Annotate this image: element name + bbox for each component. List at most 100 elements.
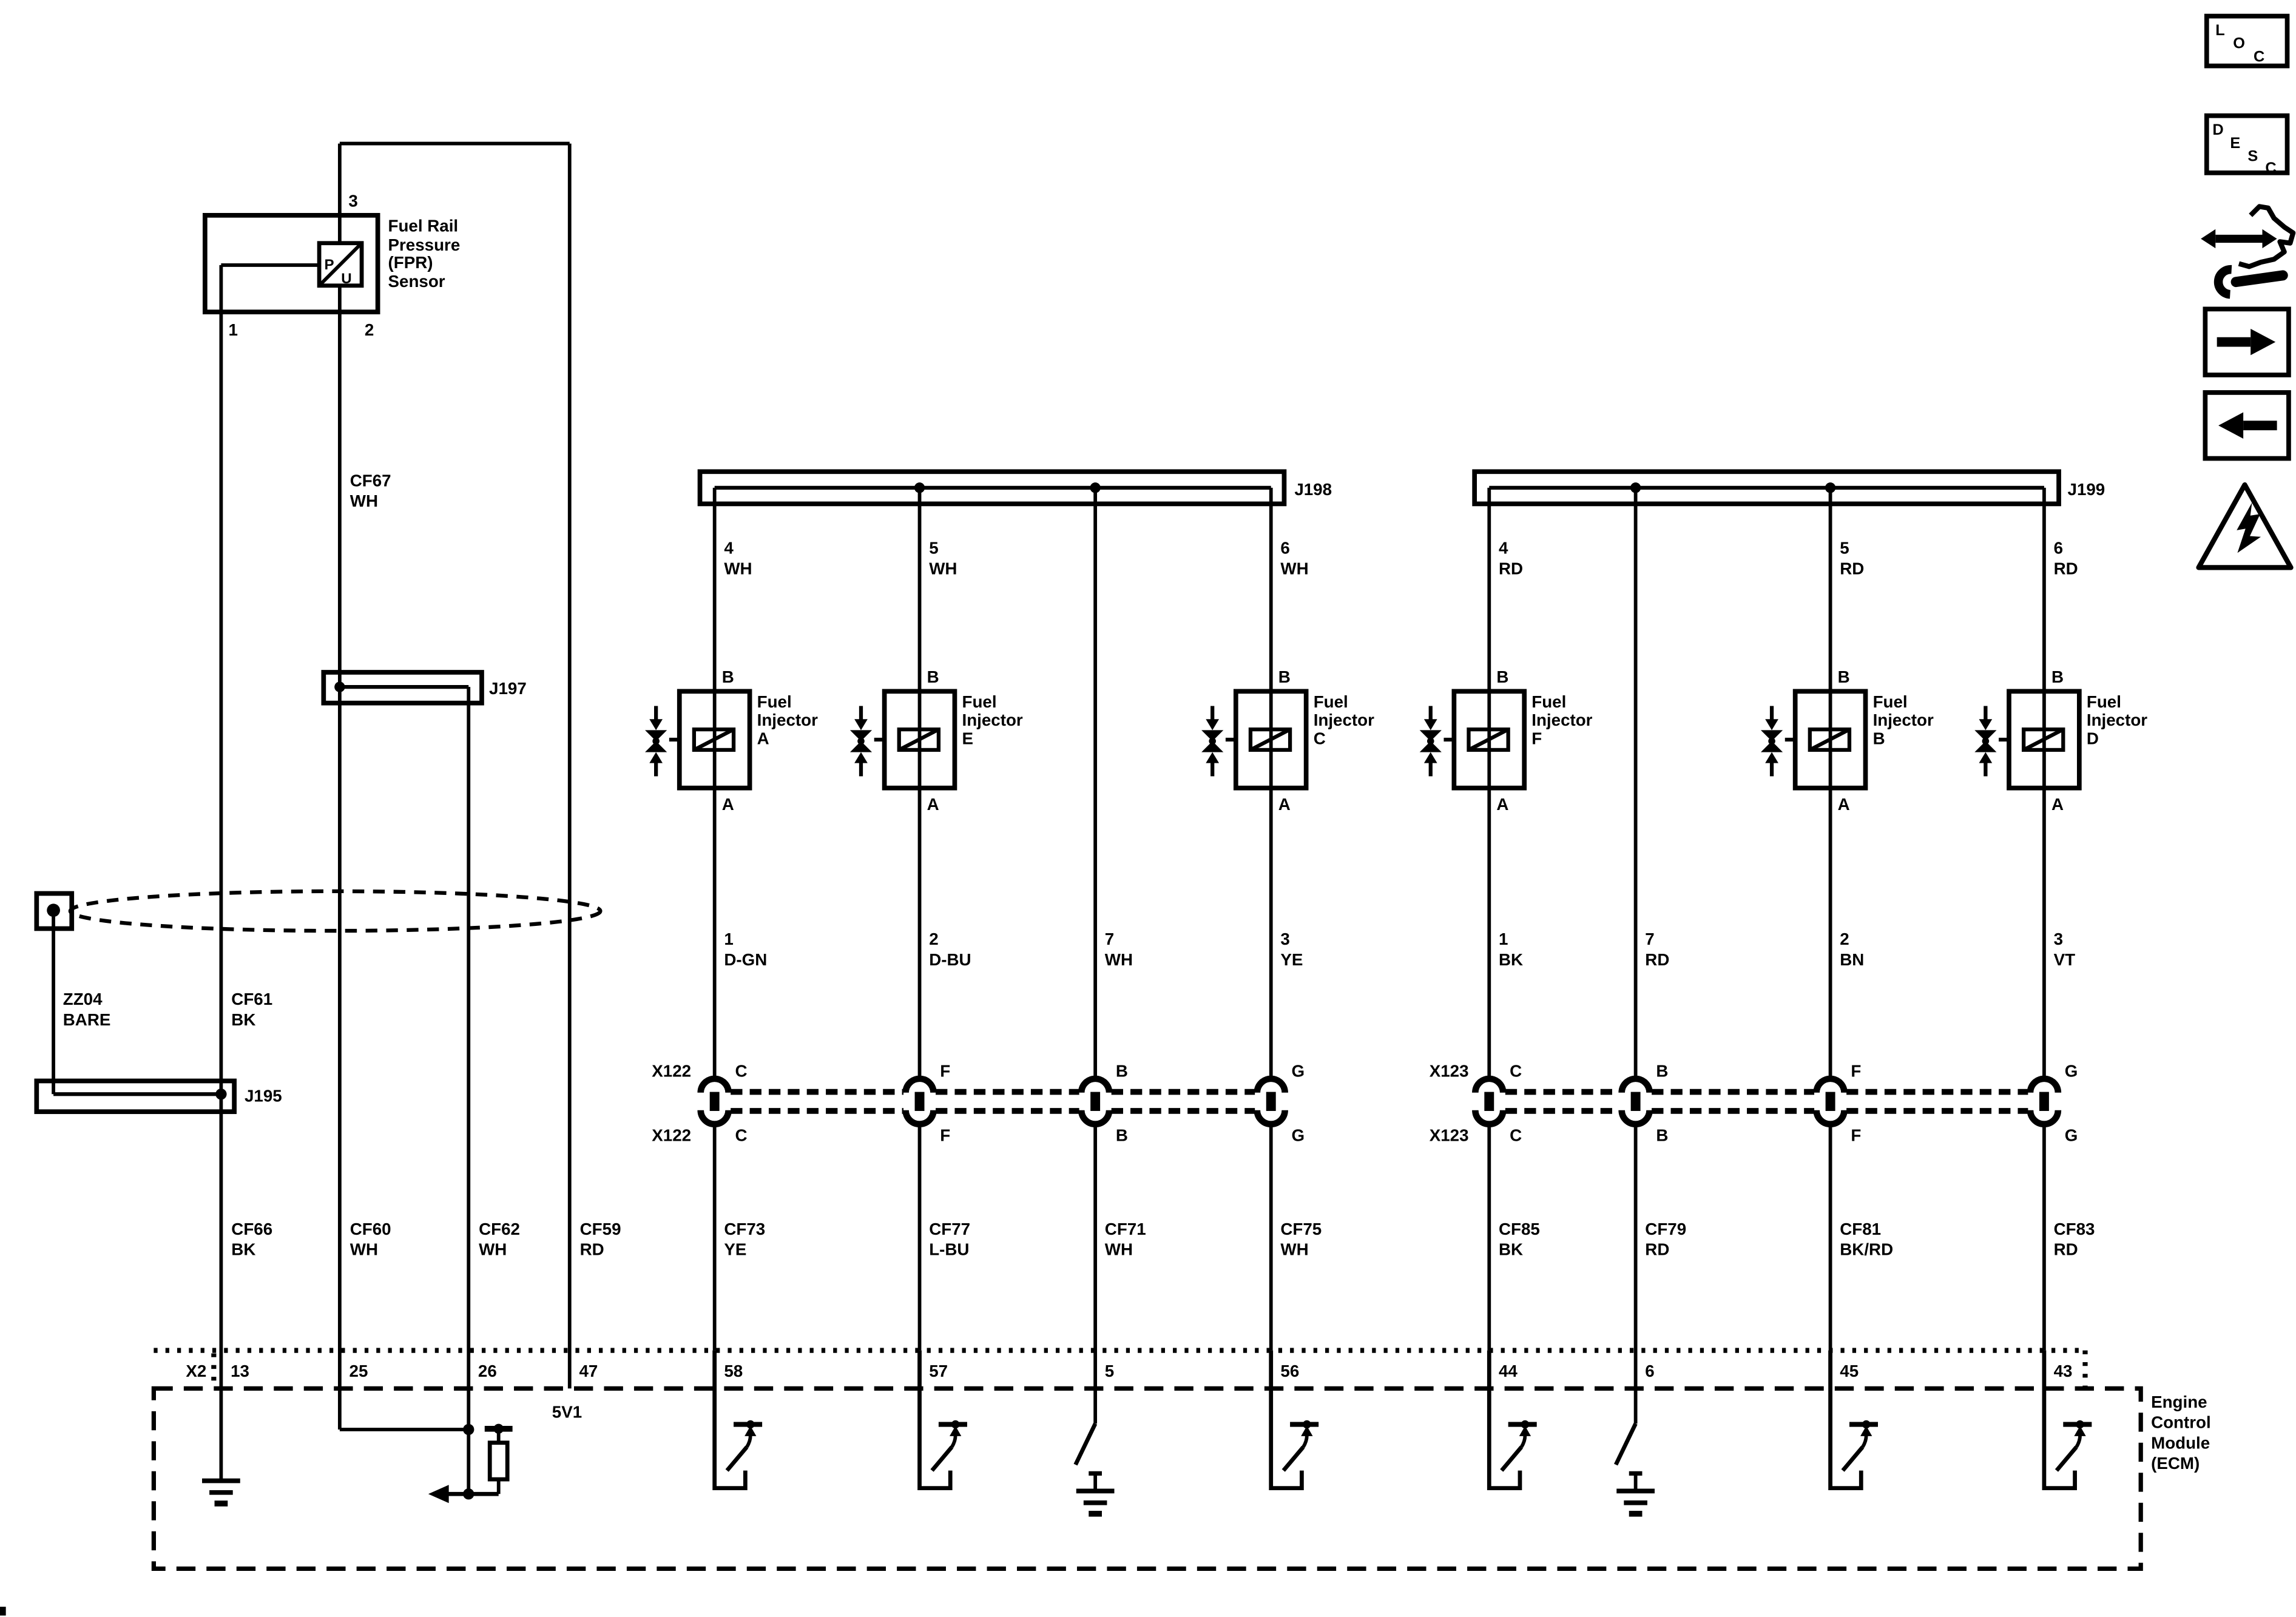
j199-box: [1472, 469, 2061, 507]
desc-letter: C: [2265, 160, 2276, 177]
double-arrow-right-head: [2262, 229, 2277, 249]
wire-label: RD: [2054, 1240, 2078, 1259]
wire-label-cf61-2: BK: [231, 1010, 255, 1029]
ecm-pin-number: 45: [1840, 1362, 1859, 1380]
wire-label: WH: [1280, 1240, 1308, 1259]
pressure-symbol-u: U: [341, 271, 351, 287]
right-arrow-icon: [2250, 328, 2276, 356]
wire-label: CF71: [1105, 1220, 1146, 1238]
wire-label: WH: [1105, 950, 1133, 969]
j199-label: J199: [2068, 480, 2105, 499]
next-button[interactable]: [2203, 306, 2291, 377]
sensor-name-line1: Fuel Rail: [388, 216, 459, 235]
connector-pin-letter: C: [1510, 1061, 1522, 1080]
wire-label-cf61-1: CF61: [231, 990, 272, 1008]
wire-label: RD: [1499, 559, 1523, 578]
j197-label: J197: [489, 679, 527, 698]
connector-pin-letter: F: [940, 1126, 950, 1144]
injector-name: B: [1873, 729, 1885, 748]
signal-arrow-left: [428, 1485, 449, 1504]
pin-letter: A: [927, 795, 939, 814]
wire-label-cf62-2: WH: [479, 1240, 507, 1259]
wire-label: BK: [1499, 1240, 1523, 1259]
connector-pin-letter: F: [1851, 1061, 1861, 1080]
pin-letter: B: [722, 667, 734, 686]
injector-name: Injector: [1314, 711, 1374, 729]
sensor-name-line2: Pressure: [388, 235, 461, 254]
pin-letter: A: [2051, 795, 2064, 814]
ecm-pin-number: 57: [929, 1362, 948, 1380]
loc-box: [2204, 13, 2290, 69]
pin-letter: B: [1278, 667, 1291, 686]
ecm-pin-number: 6: [1645, 1362, 1654, 1380]
j198-label: J198: [1294, 480, 1332, 499]
ecm-dashed-border: [151, 1386, 2143, 1571]
column-injector-e: 5 WH B A Fuel Injector E 2 D-BU F F CF77…: [850, 487, 1023, 1488]
wire-label: YE: [1280, 950, 1303, 969]
wire-label: 7: [1105, 930, 1114, 948]
electrical-warning-icon[interactable]: [2196, 482, 2294, 570]
wire-label-cf67-1: CF67: [350, 471, 391, 490]
injector-name: Injector: [962, 711, 1023, 729]
lightning-bolt-icon: [2237, 502, 2261, 553]
pin-letter: A: [1496, 795, 1508, 814]
wire-label: 6: [2054, 538, 2063, 557]
wire-label: 1: [724, 930, 733, 948]
j197-box: [321, 670, 484, 706]
wire-label: 3: [2054, 930, 2063, 948]
junction-dot: [463, 1488, 474, 1500]
wire-label: 1: [1499, 930, 1508, 948]
loc-letter: C: [2254, 48, 2264, 65]
ecm-pin-number: 47: [579, 1362, 598, 1380]
left-arrow-icon: [2218, 412, 2244, 439]
sensor-pin1-label: 1: [228, 320, 237, 339]
wire-label: CF73: [724, 1220, 765, 1238]
column-ground-wh: 7 WH B B CF71 WH 5: [1076, 487, 1146, 1514]
connector-pin-letter: C: [735, 1126, 747, 1144]
loc-button[interactable]: L O C: [2204, 13, 2290, 69]
wire-label: L-BU: [929, 1240, 969, 1259]
wire-label: WH: [1105, 1240, 1133, 1259]
wire-label: RD: [2054, 559, 2078, 578]
column-injector-b: 5 RD B A Fuel Injector B 2 BN F F CF81 B…: [1761, 487, 1934, 1488]
wire-label-cf66-1: CF66: [231, 1220, 272, 1238]
connector-pin-letter: G: [1292, 1126, 1305, 1144]
desc-letter: E: [2230, 135, 2240, 152]
left-wire-labels: CF66 BK CF60 WH CF62 WH CF59 RD: [231, 1220, 621, 1259]
wire-label-cf60-1: CF60: [350, 1220, 391, 1238]
twisted-bundle-ellipse: [68, 889, 603, 933]
wire-label: BN: [1840, 950, 1864, 969]
j199-bus: J199: [1472, 469, 2105, 507]
x123-label-top: X123: [1430, 1061, 1469, 1080]
wire-label: WH: [1280, 559, 1308, 578]
wire-label: 7: [1645, 930, 1654, 948]
next-box: [2203, 306, 2291, 377]
wire-label: 4: [724, 538, 734, 557]
injector-name: D: [2087, 729, 2099, 748]
icon-sidebar: L O C D E S C: [2196, 13, 2296, 570]
wrench-jaw: [2213, 265, 2232, 299]
hand-outline: [2238, 204, 2296, 269]
diagnostic-tool-icon[interactable]: [2201, 204, 2296, 299]
loc-letter: L: [2215, 22, 2224, 39]
column-injector-d: 6 RD B A Fuel Injector D 3 VT G G CF83 R…: [1974, 487, 2147, 1488]
double-arrow-left-head: [2201, 229, 2216, 249]
wire-label-cf60-2: WH: [350, 1240, 378, 1259]
injector-name: E: [962, 729, 974, 748]
injector-name: Injector: [1531, 711, 1592, 729]
connector-pin-letter: G: [2065, 1061, 2078, 1080]
pressure-symbol-diagonal: [318, 241, 363, 287]
back-button[interactable]: [2203, 390, 2291, 461]
page-artifact: [0, 1607, 6, 1616]
desc-button[interactable]: D E S C: [2204, 113, 2290, 177]
j197-splice: J197: [321, 670, 527, 1494]
connector-pin-letter: F: [940, 1061, 950, 1080]
desc-box: [2204, 113, 2290, 175]
j195-splice: J195: [34, 1078, 282, 1115]
junction-dot: [463, 1423, 474, 1436]
wire-label: WH: [724, 559, 752, 578]
wire-label: VT: [2054, 950, 2076, 969]
fpr-sensor-section: P U 3 1 2 Fuel Rail Pressure (FPR) Senso…: [202, 141, 572, 1480]
pin-letter: B: [2051, 667, 2064, 686]
